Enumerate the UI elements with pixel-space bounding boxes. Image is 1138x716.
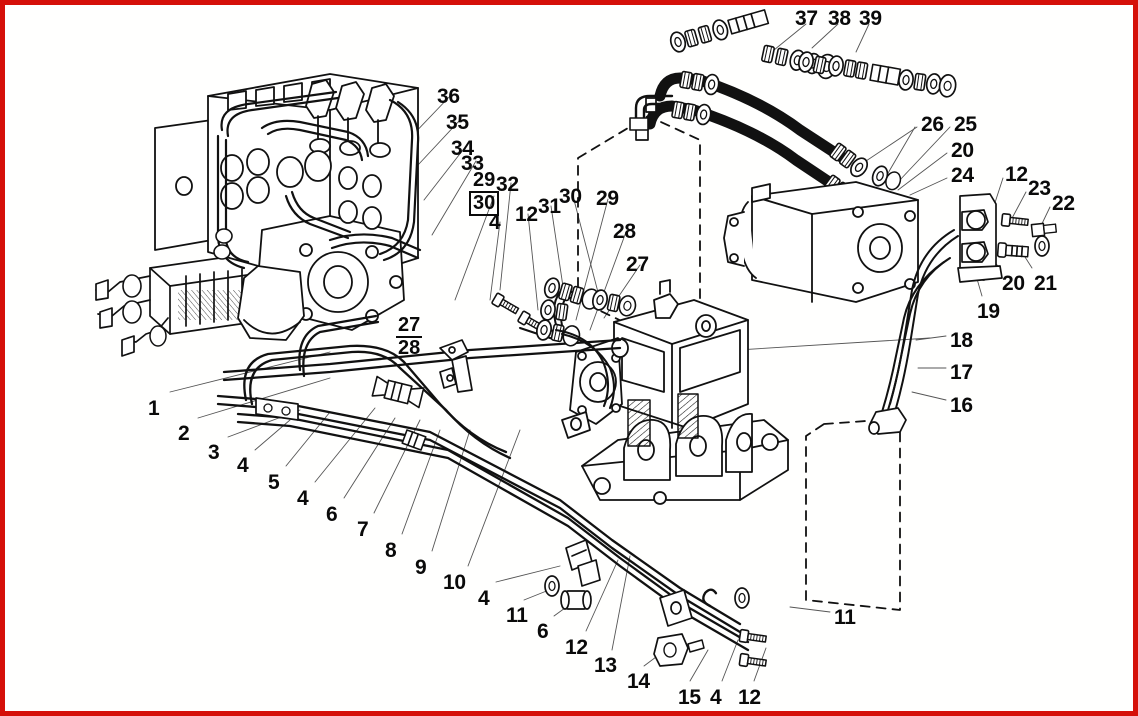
callout-22: 22 (1052, 192, 1075, 215)
callout-20: 20 (951, 139, 974, 162)
callout-15: 15 (678, 686, 701, 709)
callout-4: 4 (710, 686, 722, 709)
pump-assembly (154, 73, 422, 341)
callout-8: 8 (385, 539, 397, 562)
fastener-cluster-mid (490, 275, 637, 410)
callout-12: 12 (565, 636, 588, 659)
callout-4: 4 (237, 454, 249, 477)
wiring-harness (868, 193, 1058, 435)
callout-31: 31 (538, 195, 561, 218)
callout-12: 12 (515, 203, 538, 226)
callout-27: 27 (626, 253, 649, 276)
callout-32: 32 (496, 173, 519, 196)
callout-1: 1 (148, 397, 160, 420)
tube-bracket (439, 339, 473, 393)
callout-4: 4 (489, 211, 501, 234)
control-valve-block (561, 279, 789, 505)
callout-28: 28 (613, 220, 636, 243)
callout-29: 29 (469, 170, 500, 193)
callout-18: 18 (950, 329, 973, 352)
accumulator-motor (723, 181, 919, 303)
hose-fitting-row-upper (667, 9, 957, 98)
callout-19: 19 (977, 300, 1000, 323)
callout-29: 29 (596, 187, 619, 210)
callout-24: 24 (951, 164, 974, 187)
callout-14: 14 (627, 670, 650, 693)
callout-16: 16 (950, 394, 973, 417)
callout-21: 21 (1034, 272, 1057, 295)
callout-38: 38 (828, 7, 851, 30)
callout-30: 30 (469, 193, 500, 216)
callout-20: 20 (1002, 272, 1025, 295)
callout-12: 12 (1005, 163, 1028, 186)
callout-9: 9 (415, 556, 427, 579)
callout-34: 34 (451, 137, 474, 160)
hose-set-upper (635, 70, 902, 213)
callout-33: 33 (461, 152, 484, 175)
callout-10: 10 (443, 571, 466, 594)
elbow-connectors (629, 94, 674, 131)
callout-4: 4 (297, 487, 309, 510)
callout-12: 12 (738, 686, 761, 709)
tube-run-lower (216, 314, 768, 670)
callout-27: 27 (396, 314, 423, 338)
callout-35: 35 (446, 111, 469, 134)
leader-lines (169, 23, 1051, 682)
callout-5: 5 (268, 471, 280, 494)
callout-17: 17 (950, 361, 973, 384)
callout-13: 13 (594, 654, 617, 677)
callout-11: 11 (834, 606, 856, 629)
callout-30: 30 (559, 185, 582, 208)
callout-37: 37 (795, 7, 818, 30)
callout-25: 25 (954, 113, 977, 136)
callout-3: 3 (208, 441, 220, 464)
callout-2: 2 (178, 422, 190, 445)
callout-26: 26 (921, 113, 944, 136)
callout-36: 36 (437, 85, 460, 108)
callout-7: 7 (357, 518, 369, 541)
callout-39: 39 (859, 7, 882, 30)
callout-4: 4 (478, 587, 490, 610)
callout-23: 23 (1028, 177, 1051, 200)
callout-6: 6 (326, 503, 338, 526)
callout-28: 28 (398, 337, 421, 359)
callout-11: 11 (506, 604, 528, 627)
callout-6: 6 (537, 620, 549, 643)
